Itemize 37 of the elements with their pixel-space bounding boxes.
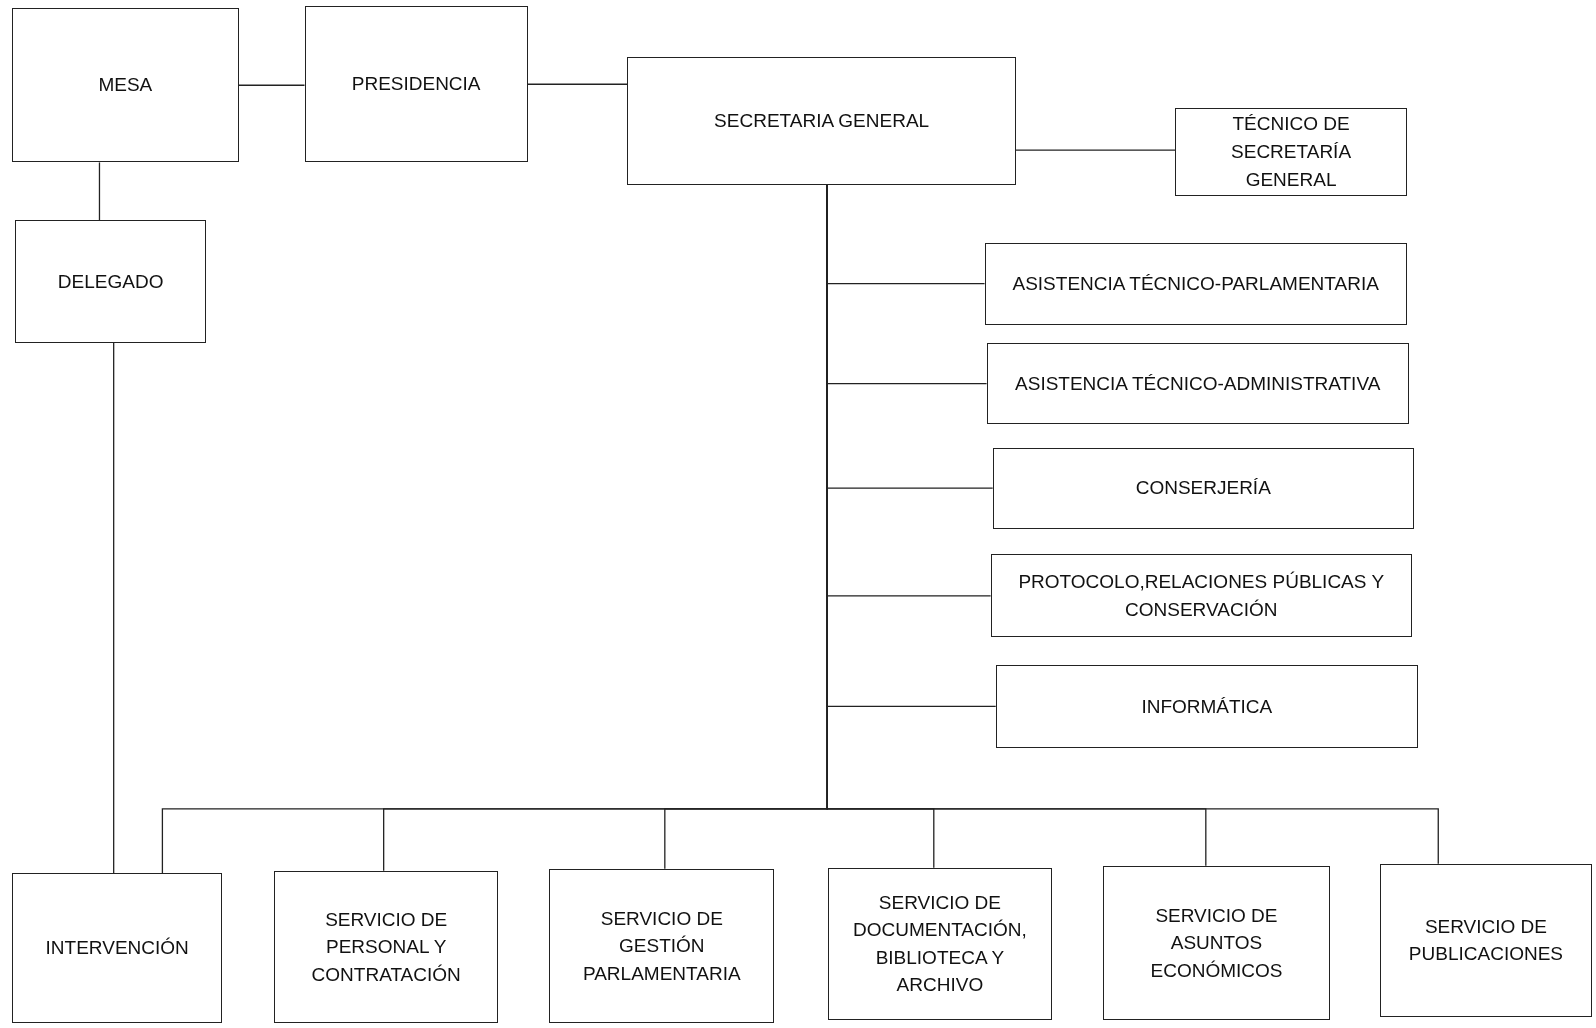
unit-name: SERVICIO DE PERSONAL Y CONTRATACIÓN [310, 907, 462, 987]
org-box [986, 343, 1409, 425]
connector-line [1015, 149, 1176, 151]
org-box [12, 8, 239, 163]
connector-line [527, 83, 628, 85]
org-box [15, 220, 207, 344]
org-box [549, 868, 775, 1024]
unit-name: SECRETARIA GENERAL [714, 109, 930, 133]
org-box [990, 554, 1412, 638]
connector-line [237, 84, 306, 86]
unit-name: SERVICIO DE DOCUMENTACIÓN, BIBLIOTECA Y ARCHIVO [851, 890, 1028, 998]
org-box [274, 870, 499, 1024]
unit-name: SERVICIO DE GESTIÓN PARLAMENTARIA [581, 906, 742, 986]
org-box [992, 447, 1414, 529]
org-box [304, 6, 528, 163]
unit-name: ASISTENCIA TÉCNICO-ADMINISTRATIVA [1015, 371, 1381, 396]
unit-name: SERVICIO DE PUBLICACIONES [1407, 914, 1564, 967]
unit-name: PROTOCOLO,RELACIONES PÚBLICAS Y CONSERVACIÓN [1017, 570, 1386, 622]
unit-name: TÉCNICO DE SECRETARÍA GENERAL [1230, 112, 1353, 192]
org-box [12, 872, 223, 1024]
org-box [1175, 107, 1407, 196]
org-box [828, 867, 1052, 1021]
org-box [1103, 865, 1330, 1021]
org-box [1380, 863, 1592, 1017]
unit-name: PRESIDENCIA [351, 72, 481, 97]
unit-name: INTERVENCIÓN [45, 936, 189, 961]
unit-name: SERVICIO DE ASUNTOS ECONÓMICOS [1149, 903, 1284, 983]
org-box [627, 56, 1016, 185]
unit-name: CONSERJERÍA [1135, 476, 1271, 501]
unit-name: DELEGADO [57, 269, 164, 294]
org-box [984, 242, 1407, 325]
unit-name: ASISTENCIA TÉCNICO-PARLAMENTARIA [1012, 271, 1379, 296]
connector-line [113, 342, 115, 874]
org-box [995, 664, 1418, 749]
unit-name: MESA [98, 73, 153, 98]
connector-line [98, 161, 101, 221]
unit-name: INFORMÁTICA [1141, 694, 1273, 719]
